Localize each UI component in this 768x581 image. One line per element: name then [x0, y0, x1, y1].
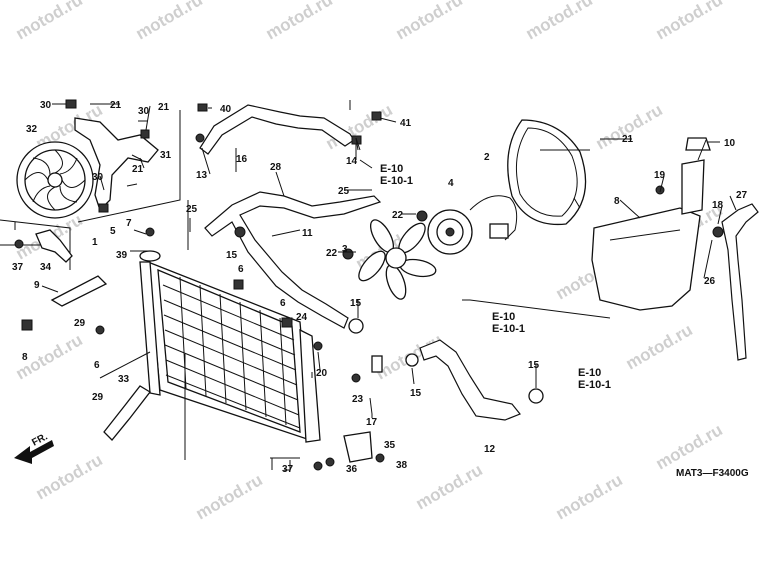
callout-15d: 15 [528, 360, 540, 371]
callout-21b: 21 [158, 102, 170, 113]
fan-assembly-left [16, 141, 94, 219]
callout-36: 36 [346, 464, 358, 475]
callout-29a: 29 [74, 318, 86, 329]
bracket-34 [14, 229, 73, 263]
leader-lines-2 [355, 137, 373, 169]
callout-27: 27 [736, 190, 748, 201]
callout-15b: 15 [350, 298, 362, 309]
ref-e101-b: E-10-1 [492, 323, 525, 335]
callout-20: 20 [316, 368, 328, 379]
ref-e10-c: E-10 [578, 367, 601, 379]
svg-text:motod.ru: motod.ru [263, 0, 336, 43]
svg-text:motod.ru: motod.ru [593, 100, 666, 153]
callout-11: 11 [302, 228, 313, 239]
callout-3: 3 [342, 244, 348, 255]
callout-22b: 22 [326, 248, 338, 259]
reserve-tank-8 [591, 137, 724, 311]
callout-19: 19 [654, 170, 666, 181]
callout-31: 31 [160, 150, 172, 161]
svg-text:motod.ru: motod.ru [33, 450, 106, 503]
callout-21c: 21 [132, 164, 144, 175]
diagram-code: MAT3—F3400G [676, 468, 749, 479]
callout-2: 2 [484, 152, 490, 163]
svg-text:motod.ru: motod.ru [653, 420, 726, 473]
ref-e101-c: E-10-1 [578, 379, 611, 391]
callout-21a: 21 [110, 100, 122, 111]
bracket-9 [50, 275, 108, 307]
callout-40: 40 [220, 104, 232, 115]
svg-text:motod.ru: motod.ru [523, 0, 596, 43]
bracket-33 [103, 385, 151, 441]
hose-12 [419, 339, 521, 421]
callout-23: 23 [352, 394, 364, 405]
callout-34: 34 [40, 262, 52, 273]
clips-and-bolts [21, 103, 544, 404]
callout-15a: 15 [226, 250, 238, 261]
svg-text:motod.ru: motod.ru [13, 0, 86, 43]
hose-27 [721, 203, 759, 361]
svg-text:motod.ru: motod.ru [553, 470, 626, 523]
box-line-top-left [77, 110, 181, 223]
callout-16: 16 [236, 154, 248, 165]
callout-5: 5 [110, 226, 116, 237]
callout-17: 17 [366, 417, 378, 428]
callout-39: 39 [116, 250, 128, 261]
svg-text:motod.ru: motod.ru [393, 0, 466, 43]
callout-9: 9 [34, 280, 40, 291]
callout-10: 10 [724, 138, 736, 149]
svg-text:motod.ru: motod.ru [133, 0, 206, 43]
callout-18: 18 [712, 200, 724, 211]
callout-8b: 8 [614, 196, 620, 207]
callout-1: 1 [92, 237, 98, 248]
callout-26: 26 [704, 276, 716, 287]
bracket-35-36 [313, 431, 385, 471]
callout-12: 12 [484, 444, 496, 455]
callout-7: 7 [126, 218, 132, 229]
callout-38: 38 [396, 460, 408, 471]
callout-32: 32 [26, 124, 38, 135]
ref-e10-a: E-10 [380, 163, 403, 175]
front-arrow: FR. [14, 431, 54, 464]
callout-37b: 37 [282, 464, 294, 475]
callout-13: 13 [196, 170, 208, 181]
callout-30a: 30 [40, 100, 52, 111]
callout-30c: 30 [92, 172, 104, 183]
reference-labels: E-10 E-10-1 E-10 E-10-1 E-10 E-10-1 [380, 163, 611, 391]
callout-6b: 6 [280, 298, 286, 309]
callout-41: 41 [400, 118, 412, 129]
callout-6c: 6 [94, 360, 100, 371]
callout-25b: 25 [338, 186, 350, 197]
svg-text:motod.ru: motod.ru [193, 470, 266, 523]
hose-11 [204, 191, 382, 329]
svg-text:motod.ru: motod.ru [623, 320, 696, 373]
ref-e101-a: E-10-1 [380, 175, 413, 187]
svg-text:motod.ru: motod.ru [413, 460, 486, 513]
callout-24: 24 [296, 312, 308, 323]
radiator [139, 250, 321, 443]
fan-blade-3 [358, 219, 437, 300]
ref-e10-b: E-10 [492, 311, 515, 323]
callout-15c: 15 [410, 388, 422, 399]
hose-16 [199, 104, 355, 155]
part-callouts: 1 2 3 4 5 6 6 6 7 8 8 9 10 11 12 13 14 1… [12, 100, 748, 475]
callout-14: 14 [346, 156, 358, 167]
callout-33: 33 [118, 374, 130, 385]
leader-lines [99, 100, 707, 471]
fan-shroud-2 [507, 119, 587, 226]
fan-motor-4 [427, 195, 518, 255]
callout-28: 28 [270, 162, 282, 173]
callout-22a: 22 [392, 210, 404, 221]
callout-35: 35 [384, 440, 396, 451]
svg-text:motod.ru: motod.ru [653, 0, 726, 43]
callout-4: 4 [448, 178, 454, 189]
callout-37a: 37 [12, 262, 24, 273]
callout-6a: 6 [238, 264, 244, 275]
callout-30b: 30 [138, 106, 150, 117]
callout-pointers [41, 103, 737, 388]
callout-25a: 25 [186, 204, 198, 215]
callout-8a: 8 [22, 352, 28, 363]
callout-29b: 29 [92, 392, 104, 403]
